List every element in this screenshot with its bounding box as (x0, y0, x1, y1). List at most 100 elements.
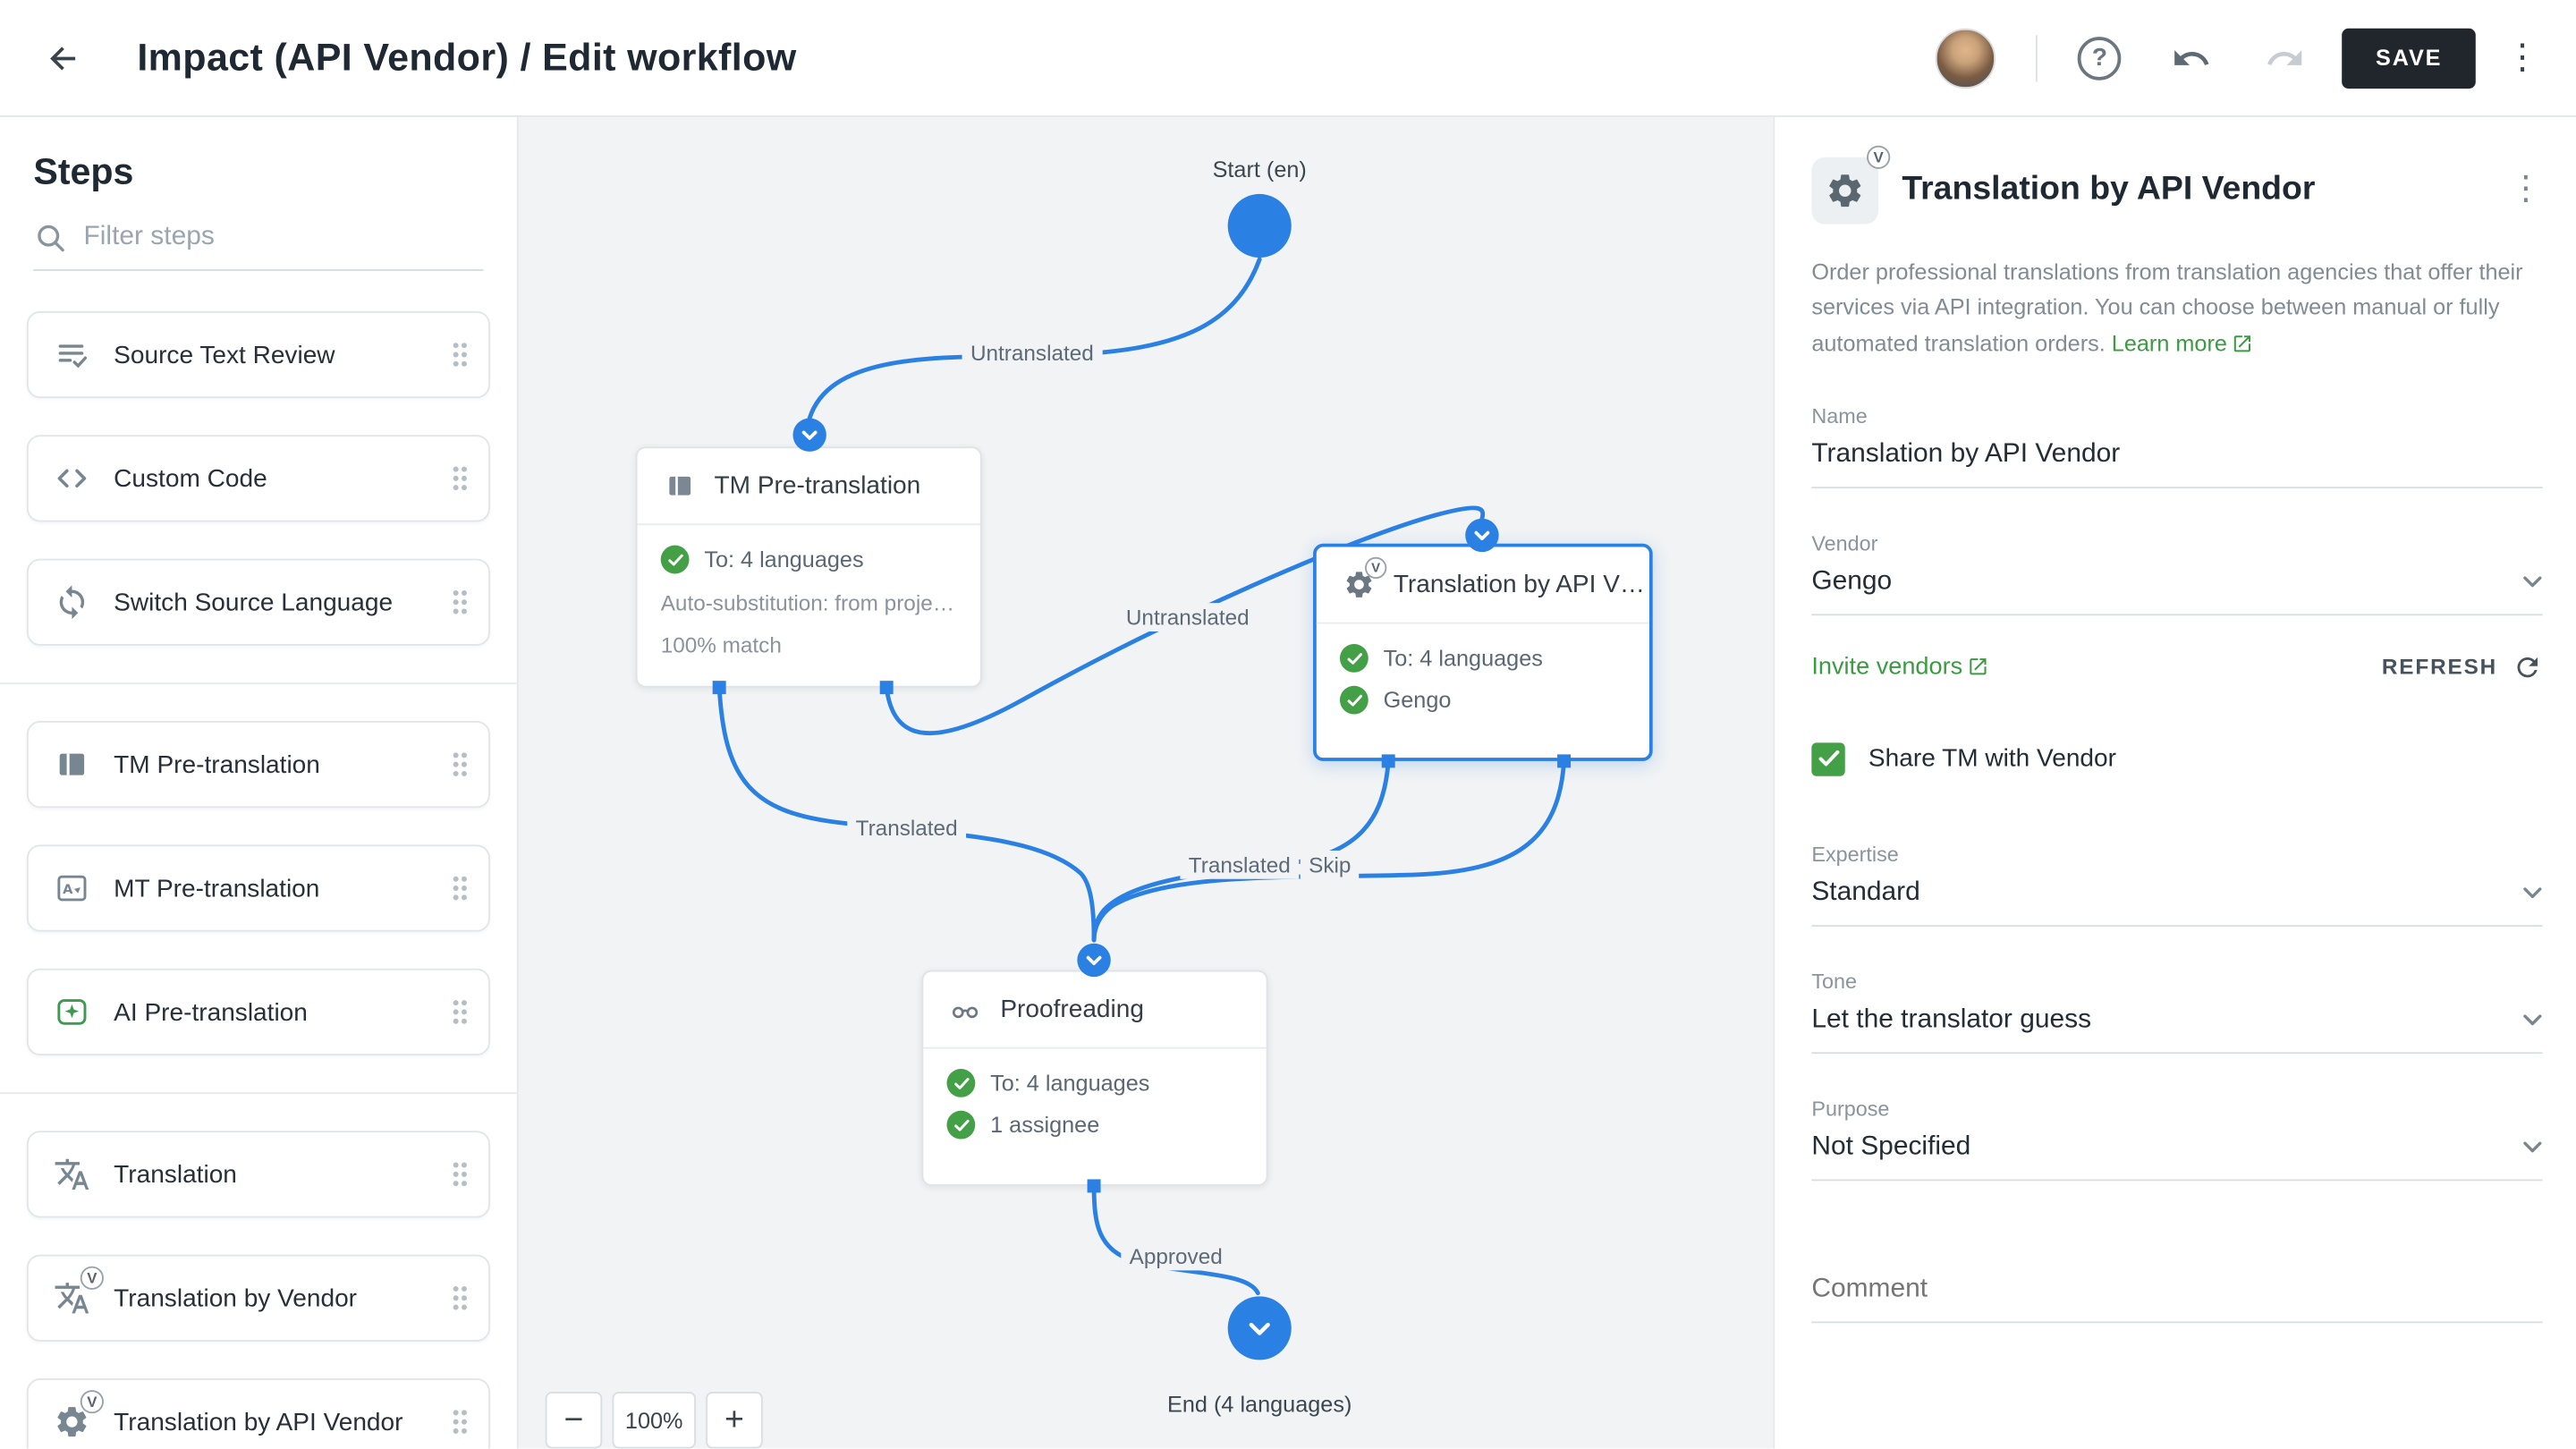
step-card-label: Source Text Review (114, 340, 335, 369)
step-card-ai-pre-translation[interactable]: AI Pre-translation (26, 968, 490, 1056)
purpose-value: Not Specified (1811, 1132, 1971, 1161)
node-status-row: To: 4 languages (1339, 644, 1626, 673)
tm-book-icon (52, 744, 92, 784)
step-card-translation-by-vendor[interactable]: V Translation by Vendor (26, 1254, 490, 1342)
learn-more-link[interactable]: Learn more (2112, 331, 2254, 356)
comment-input[interactable] (1811, 1275, 2543, 1305)
node-status-row: Gengo (1339, 685, 1626, 715)
step-card-label: TM Pre-translation (114, 750, 320, 779)
step-card-custom-code[interactable]: Custom Code (26, 435, 490, 522)
chevron-down-icon (2522, 1013, 2542, 1027)
comment-field (1811, 1275, 2543, 1324)
step-card-mt-pre-translation[interactable]: A MT Pre-translation (26, 844, 490, 932)
tm-book-icon (661, 468, 698, 504)
vendor-badge: V (80, 1390, 104, 1414)
node-translation-by-api-vendor[interactable]: V Translation by API V… To: 4 languages … (1313, 543, 1653, 761)
workflow-canvas[interactable]: Untranslated Untranslated Translated Tra… (518, 116, 1774, 1449)
end-node-label: End (4 languages) (1167, 1391, 1352, 1418)
back-button[interactable] (33, 28, 93, 88)
tone-value: Let the translator guess (1811, 1004, 2092, 1034)
step-card-tm-pre-translation[interactable]: TM Pre-translation (26, 721, 490, 809)
check-icon (660, 545, 690, 574)
external-link-icon (1968, 657, 1989, 678)
share-tm-label: Share TM with Vendor (1868, 745, 2116, 774)
filter-steps-input[interactable] (83, 222, 484, 253)
invite-refresh-row: Invite vendors REFRESH (1811, 652, 2542, 682)
translate-icon (52, 1154, 92, 1194)
panel-more-menu-icon[interactable]: ⋮ (2509, 170, 2543, 208)
expertise-label: Expertise (1811, 843, 1899, 867)
vendor-select[interactable]: Gengo (1811, 566, 2543, 616)
node-title: TM Pre-translation (714, 471, 921, 501)
learn-more-label: Learn more (2111, 330, 2227, 356)
tone-select[interactable]: Let the translator guess (1811, 1004, 2543, 1055)
start-node-label: Start (en) (1212, 157, 1307, 182)
connection-port[interactable] (1087, 1179, 1101, 1193)
step-card-switch-source-language[interactable]: Switch Source Language (26, 558, 490, 646)
name-field: Name (1811, 405, 2543, 489)
drag-handle-icon[interactable] (452, 751, 469, 778)
drag-handle-icon[interactable] (452, 342, 469, 369)
drag-handle-icon[interactable] (452, 589, 469, 615)
name-input[interactable] (1811, 439, 2543, 470)
drag-handle-icon[interactable] (452, 998, 469, 1025)
drag-handle-icon[interactable] (452, 1161, 469, 1188)
check-icon (946, 1069, 976, 1097)
node-assignee-count: 1 assignee (990, 1112, 1100, 1138)
zoom-out-button[interactable]: − (545, 1391, 603, 1449)
drag-handle-icon[interactable] (452, 1284, 469, 1311)
connection-port[interactable] (879, 681, 894, 695)
chevron-down-icon (2522, 575, 2542, 589)
share-tm-checkbox-row[interactable]: Share TM with Vendor (1811, 742, 2542, 776)
undo-button[interactable] (2168, 34, 2215, 80)
node-target-languages: To: 4 languages (990, 1070, 1150, 1096)
step-cards-list: Source Text Review Custom Code Switch (0, 310, 517, 1449)
node-status-row: To: 4 languages (660, 545, 957, 574)
node-tm-pre-translation[interactable]: TM Pre-translation To: 4 languages Auto-… (635, 446, 982, 688)
connection-port[interactable] (1557, 754, 1572, 768)
step-card-translation-by-api-vendor[interactable]: V Translation by API Vendor (26, 1377, 490, 1449)
more-menu-icon[interactable]: ⋮ (2504, 38, 2540, 78)
refresh-button[interactable]: REFRESH (2382, 652, 2543, 682)
expertise-select[interactable]: Standard (1811, 878, 2543, 928)
vendor-field: Vendor Gengo (1811, 532, 2543, 616)
refresh-label: REFRESH (2381, 655, 2498, 681)
check-icon (1339, 685, 1368, 715)
node-proofreading[interactable]: Proofreading To: 4 languages 1 assignee (921, 970, 1268, 1186)
redo-button[interactable] (2262, 34, 2309, 80)
vendor-value: Gengo (1811, 566, 1893, 596)
connection-port[interactable] (712, 681, 726, 695)
refresh-icon (2512, 652, 2543, 682)
step-card-source-text-review[interactable]: Source Text Review (26, 310, 490, 399)
filter-steps-field[interactable] (33, 221, 484, 271)
node-header: TM Pre-translation (637, 448, 980, 526)
chevron-down-icon (1248, 1320, 1271, 1335)
save-button[interactable]: SAVE (2342, 27, 2476, 89)
tone-field: Tone Let the translator guess (1811, 970, 2543, 1055)
undo-icon (2172, 38, 2212, 78)
end-node[interactable] (1227, 1296, 1292, 1360)
zoom-level: 100% (612, 1391, 696, 1449)
drag-handle-icon[interactable] (452, 465, 469, 492)
invite-vendors-link[interactable]: Invite vendors (1811, 654, 1989, 681)
panel-description-text: Order professional translations from tra… (1811, 258, 2523, 356)
start-node[interactable] (1227, 193, 1292, 258)
divider (2036, 34, 2038, 81)
sync-icon (52, 582, 92, 623)
step-card-translation[interactable]: Translation (26, 1131, 490, 1218)
node-vendor-name: Gengo (1383, 687, 1452, 713)
node-header: V Translation by API V… (1316, 547, 1649, 624)
checkbox-checked-icon[interactable] (1811, 742, 1845, 776)
step-card-label: Translation by API Vendor (114, 1407, 403, 1436)
connection-port[interactable] (1381, 754, 1395, 768)
panel-title: Translation by API Vendor (1902, 170, 2316, 208)
user-avatar[interactable] (1936, 27, 1996, 89)
zoom-in-button[interactable]: + (706, 1391, 763, 1449)
help-icon[interactable]: ? (2078, 36, 2122, 80)
edge-label-approved: Approved (1121, 1241, 1232, 1271)
drag-handle-icon[interactable] (452, 875, 469, 902)
search-icon (33, 221, 66, 254)
drag-handle-icon[interactable] (452, 1409, 469, 1436)
purpose-select[interactable]: Not Specified (1811, 1132, 2543, 1182)
